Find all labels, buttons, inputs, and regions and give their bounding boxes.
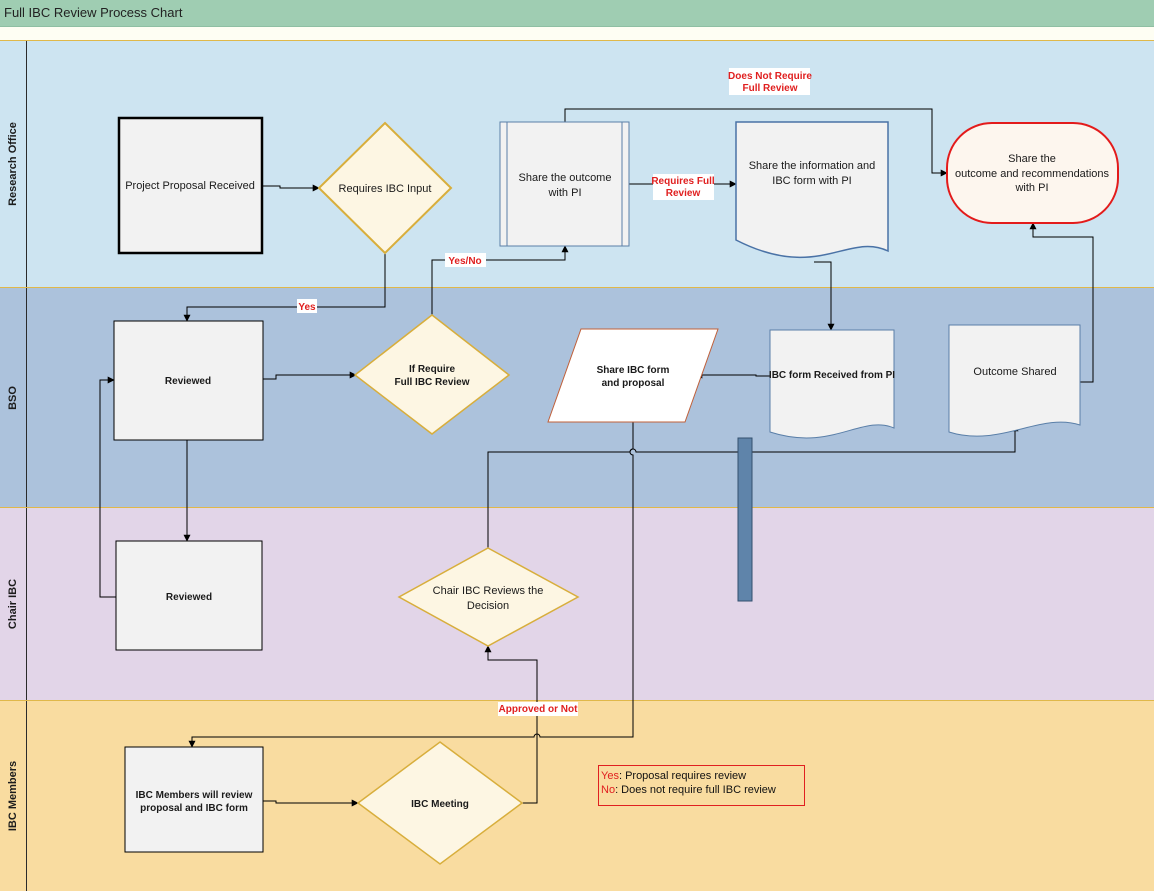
- connectors: [99, 108, 1094, 807]
- label-yes-no: Yes/No: [445, 253, 486, 267]
- edge-form-received-to-share-form: [695, 371, 770, 379]
- edge-label: Approved or Not: [499, 704, 579, 715]
- legend-text: : Proposal requires review: [618, 770, 747, 782]
- node-members-review: IBC Members will review proposal and IBC…: [124, 746, 264, 853]
- node-label-line-1: IBC Members will review: [136, 790, 253, 801]
- node-label-line-2: IBC form with PI: [772, 175, 851, 187]
- header-spacer: [0, 27, 1154, 41]
- node-label-line-1: Chair IBC Reviews the: [433, 585, 544, 597]
- edge-share-outcome-to-terminal: [564, 108, 948, 177]
- node-outcome-shared: Outcome Shared: [948, 324, 1081, 437]
- edge-label-line-1: Requires Full: [651, 176, 715, 187]
- title-bar: Full IBC Review Process Chart: [0, 0, 1154, 27]
- edge-meeting-to-chair: [484, 645, 538, 804]
- node-label-line-1: Share the: [1008, 153, 1056, 165]
- node-share-ibc-form: Share IBC form and proposal: [547, 328, 719, 423]
- node-label-line-1: Share the information and: [749, 160, 876, 172]
- legend: Yes: Proposal requires review No: Does n…: [598, 765, 805, 806]
- label-does-not-require: Does Not Require Full Review: [728, 68, 812, 95]
- node-reviewed-bso: Reviewed: [113, 320, 264, 441]
- edge-label: Yes: [298, 302, 316, 313]
- edge-label-line-2: Full Review: [742, 83, 797, 94]
- node-label-line-2: outcome and recommendations: [955, 168, 1110, 180]
- node-share-outcome-recommendations: Share the outcome and recommendations wi…: [946, 122, 1119, 224]
- node-label: IBC form Received from PI: [769, 370, 895, 381]
- lane-header-bso: BSO: [0, 288, 27, 507]
- edge-chair-to-reviewed-bso: [99, 376, 116, 598]
- node-label-line-1: Share the outcome: [519, 172, 612, 184]
- edge-outcome-shared-to-terminal: [1029, 222, 1094, 383]
- label-approved-or-not: Approved or Not: [498, 702, 578, 716]
- node-if-require-full-review: If Require Full IBC Review: [353, 314, 511, 435]
- edge-label-line-1: Does Not Require: [728, 71, 812, 82]
- node-share-information: Share the information and IBC form with …: [735, 121, 889, 258]
- node-label-line-1: Share IBC form: [597, 365, 670, 376]
- node-share-outcome: Share the outcome with PI: [499, 121, 630, 247]
- lane-header-chair-ibc: Chair IBC: [0, 508, 27, 700]
- edge-members-to-meeting: [263, 799, 359, 807]
- legend-key: No: [601, 784, 616, 796]
- legend-item-yes: Yes: Proposal requires review: [601, 769, 802, 783]
- node-label-line-2: Decision: [467, 600, 509, 612]
- edge-reviewed-to-decision: [262, 371, 357, 380]
- legend-key: Yes: [601, 770, 619, 782]
- node-project-proposal: Project Proposal Received: [117, 116, 264, 255]
- legend-item-no: No: Does not require full IBC review: [601, 783, 802, 797]
- label-requires-full: Requires Full Review: [651, 174, 715, 200]
- lane-header-research-office: Research Office: [0, 41, 27, 287]
- node-chair-reviews-decision: Chair IBC Reviews the Decision: [397, 547, 580, 647]
- legend-text: : Does not require full IBC review: [615, 784, 776, 796]
- edge-label-line-2: Review: [666, 188, 701, 199]
- node-ibc-form-received: IBC form Received from PI: [769, 329, 895, 439]
- node-label-line-2: and proposal: [602, 378, 665, 389]
- label-yes: Yes: [297, 299, 317, 313]
- node-reviewed-chair: Reviewed: [115, 540, 263, 651]
- node-label: IBC Meeting: [411, 799, 469, 810]
- lane-header-ibc-members: IBC Members: [0, 701, 27, 891]
- edge-decision-to-share-outcome: [431, 245, 569, 315]
- node-label-line-1: If Require: [409, 364, 456, 375]
- node-label: Requires IBC Input: [339, 183, 432, 195]
- node-requires-ibc-input: Requires IBC Input: [317, 121, 453, 255]
- node-label-line-2: proposal and IBC form: [140, 803, 248, 814]
- edge-label: Yes/No: [448, 256, 481, 267]
- node-ibc-meeting: IBC Meeting: [356, 741, 524, 865]
- node-label: Project Proposal Received: [125, 180, 255, 192]
- node-label: Outcome Shared: [973, 366, 1056, 378]
- node-label: Reviewed: [165, 376, 211, 387]
- edge-input-to-reviewed: [183, 253, 386, 322]
- edge-chair-to-outcome-shared: [487, 424, 1019, 548]
- vertical-bar: [737, 437, 753, 602]
- node-label: Reviewed: [166, 592, 212, 603]
- node-label-line-2: Full IBC Review: [394, 377, 469, 388]
- node-label-line-3: with PI: [1014, 182, 1048, 194]
- edge-share-info-to-form-received: [814, 261, 835, 331]
- window-title: Full IBC Review Process Chart: [4, 5, 183, 20]
- edge-proposal-to-input: [262, 184, 320, 192]
- node-label-line-2: with PI: [547, 187, 581, 199]
